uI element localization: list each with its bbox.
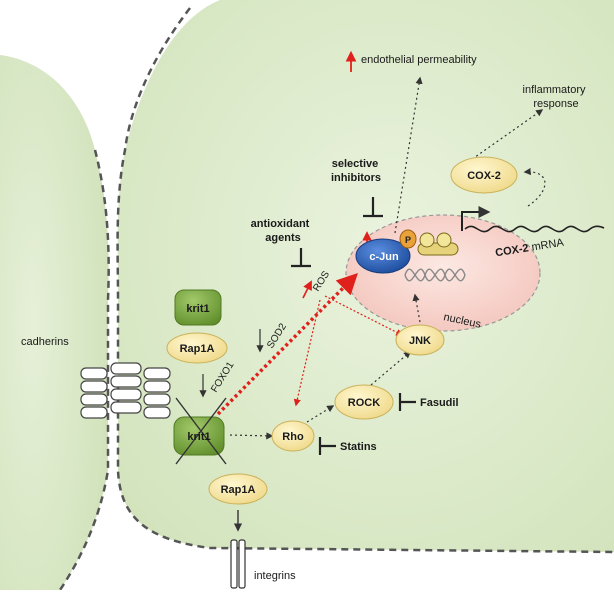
rock-node-label: ROCK <box>348 397 380 409</box>
dotted-arrows <box>229 76 546 440</box>
cox2-mrna-label: COX-2 mRNA <box>494 237 565 260</box>
phospho-badge <box>399 229 417 249</box>
krit1-bottom-label: krit1 <box>187 431 210 443</box>
inhibition-bars <box>291 197 416 455</box>
ros-up-arrow <box>302 280 312 299</box>
cox2-node-label: COX-2 <box>467 170 501 182</box>
cox2-mrna-strand <box>464 225 605 233</box>
statins-label: Statins <box>340 441 377 453</box>
antioxidant-agents-label-2: agents <box>265 232 300 244</box>
left-cell <box>0 55 109 590</box>
rho-node <box>271 420 315 452</box>
cox2-mrna-suffix: mRNA <box>528 237 566 255</box>
krit1-loss-cross <box>175 397 227 465</box>
endothelial-permeability-label: endothelial permeability <box>361 54 477 66</box>
cadherin-complex <box>80 362 171 419</box>
krit1-top-node <box>174 289 222 326</box>
rap1a-top-node <box>166 332 228 364</box>
rock-node <box>334 384 394 420</box>
transcription-arrow <box>461 206 491 231</box>
dna-helix <box>404 268 466 282</box>
cadherins-label: cadherins <box>21 336 69 348</box>
selective-inhibitors-label-1: selective <box>332 158 378 170</box>
left-cell-membrane <box>58 149 110 591</box>
cjun-node-label: c-Jun <box>369 251 399 263</box>
red-dotted-arrows <box>293 295 404 407</box>
cox2-node <box>450 156 518 194</box>
rap1a-top-label: Rap1A <box>180 343 215 355</box>
inflammatory-response-label-2: response <box>533 98 578 110</box>
cjun-node <box>355 238 411 274</box>
transcription-complex <box>417 232 459 256</box>
antioxidant-agents-label-1: antioxidant <box>251 218 310 230</box>
cox2-mrna-gene: COX-2 <box>494 242 529 259</box>
jnk-node-label: JNK <box>409 335 431 347</box>
ros-to-cjun-arrow <box>216 273 358 416</box>
fasudil-label: Fasudil <box>420 397 459 409</box>
nucleus <box>345 214 541 332</box>
selective-inhibitors-label-2: inhibitors <box>331 172 381 184</box>
rap1a-bottom-node <box>208 473 268 505</box>
inflammatory-response-label-1: inflammatory <box>523 84 586 96</box>
phospho-badge-label: P <box>405 235 411 245</box>
integrin-receptor <box>230 539 246 589</box>
krit1-top-label: krit1 <box>186 303 209 315</box>
integrins-label: integrins <box>254 570 296 582</box>
right-cell-membrane <box>116 7 614 554</box>
rho-node-label: Rho <box>282 431 304 443</box>
rap1a-bottom-label: Rap1A <box>221 484 256 496</box>
jnk-node <box>395 324 445 356</box>
